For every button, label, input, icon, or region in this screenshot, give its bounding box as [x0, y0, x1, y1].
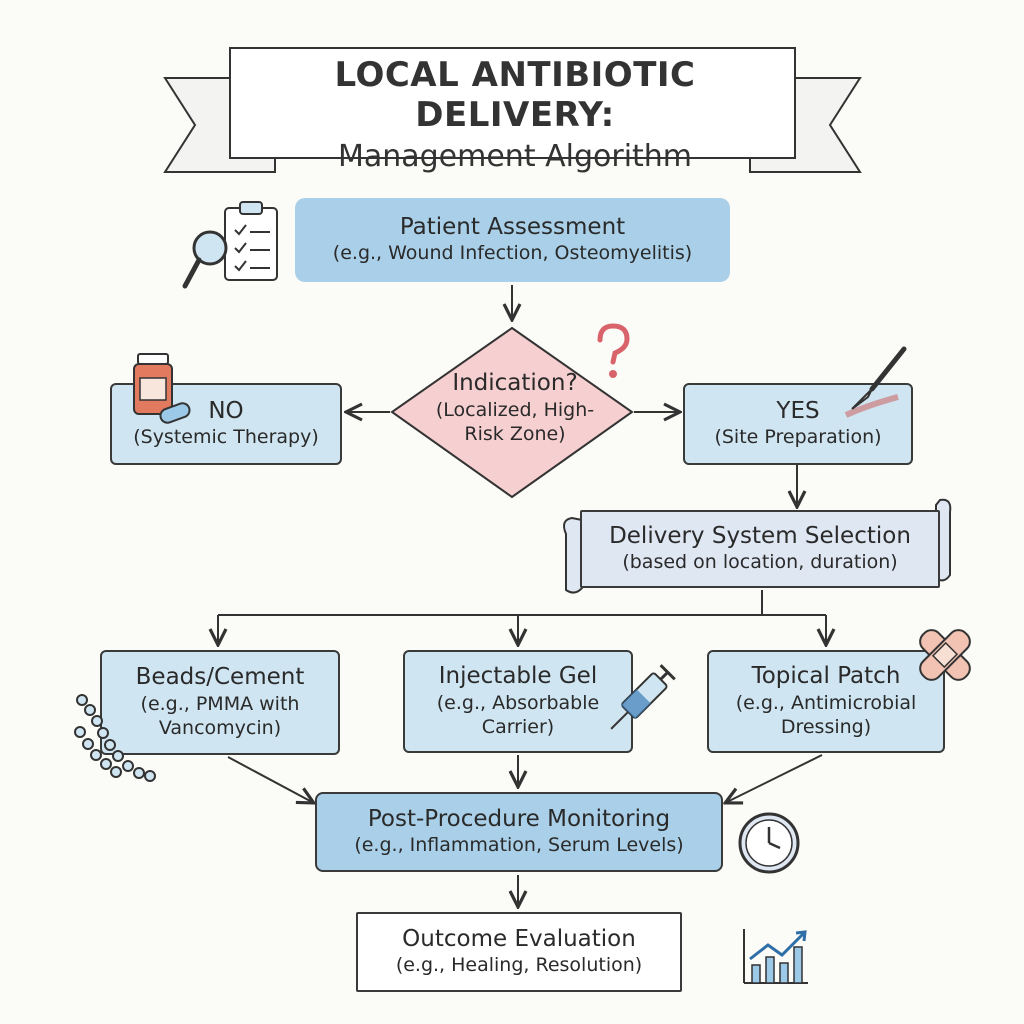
outcome-evaluation-node[interactable]: Outcome Evaluation (e.g., Healing, Resol…	[356, 912, 682, 992]
topical-patch-node[interactable]: Topical Patch (e.g., Antimicrobial Dress…	[707, 650, 945, 753]
indication-node[interactable]: Indication? (Localized, High- Risk Zone)	[395, 370, 635, 447]
post-procedure-monitoring-node[interactable]: Post-Procedure Monitoring (e.g., Inflamm…	[315, 792, 723, 872]
title-line-2: Management Algorithm	[337, 139, 693, 174]
node-subtitle: (e.g., Wound Infection, Osteomyelitis)	[332, 242, 693, 265]
node-title: Topical Patch	[751, 663, 901, 690]
node-title: Post-Procedure Monitoring	[367, 805, 671, 832]
no-systemic-therapy-node[interactable]: NO (Systemic Therapy)	[110, 383, 342, 465]
node-title: YES	[776, 397, 820, 424]
injectable-gel-node[interactable]: Injectable Gel (e.g., Absorbable Carrier…	[403, 650, 633, 753]
node-title: Patient Assessment	[399, 213, 626, 240]
node-subtitle: (e.g., Absorbable	[436, 691, 600, 714]
arrow-patch-to-monitoring	[727, 754, 823, 802]
node-subtitle: (Site Preparation)	[714, 426, 882, 449]
node-subtitle-2: Vancomycin)	[158, 717, 282, 740]
syringe-icon	[610, 664, 676, 730]
yes-site-preparation-node[interactable]: YES (Site Preparation)	[683, 383, 913, 465]
node-subtitle-2: Carrier)	[481, 716, 555, 739]
node-subtitle-2: Dressing)	[780, 716, 872, 739]
arrow-beads-to-monitoring	[227, 756, 312, 802]
node-title: Delivery System Selection	[609, 522, 911, 549]
node-subtitle: (e.g., PMMA with	[140, 692, 300, 715]
patient-assessment-node[interactable]: Patient Assessment (e.g., Wound Infectio…	[295, 198, 730, 282]
clipboard-magnifier-icon	[182, 201, 278, 289]
node-title: Indication?	[452, 370, 578, 396]
page-title: LOCAL ANTIBIOTIC DELIVERY: Management Al…	[230, 55, 800, 174]
node-subtitle: (e.g., Healing, Resolution)	[395, 954, 643, 977]
node-title: NO	[208, 397, 244, 424]
node-subtitle: (e.g., Antimicrobial	[735, 691, 917, 714]
node-subtitle: (e.g., Inflammation, Serum Levels)	[354, 834, 684, 857]
bead-chain-icon	[74, 694, 156, 782]
bandage-icon	[919, 629, 971, 681]
node-subtitle: (based on location, duration)	[622, 551, 898, 574]
indication-diamond	[390, 326, 634, 499]
node-subtitle-2: Risk Zone)	[464, 423, 566, 446]
scalpel-icon	[844, 346, 907, 418]
pill-bottle-icon	[133, 353, 191, 424]
beads-cement-node[interactable]: Beads/Cement (e.g., PMMA with Vancomycin…	[100, 650, 340, 755]
question-mark-icon	[597, 323, 630, 378]
title-line-1: LOCAL ANTIBIOTIC DELIVERY:	[334, 55, 696, 135]
node-title: Beads/Cement	[135, 664, 305, 691]
node-subtitle: (Systemic Therapy)	[133, 426, 319, 449]
clock-icon	[738, 812, 800, 874]
growth-chart-icon	[743, 929, 808, 984]
delivery-system-selection-node[interactable]: Delivery System Selection (based on loca…	[580, 510, 940, 588]
node-title: Outcome Evaluation	[402, 925, 636, 952]
node-subtitle: (Localized, High-	[435, 398, 595, 421]
title-banner	[163, 47, 862, 173]
node-title: Injectable Gel	[438, 663, 598, 690]
